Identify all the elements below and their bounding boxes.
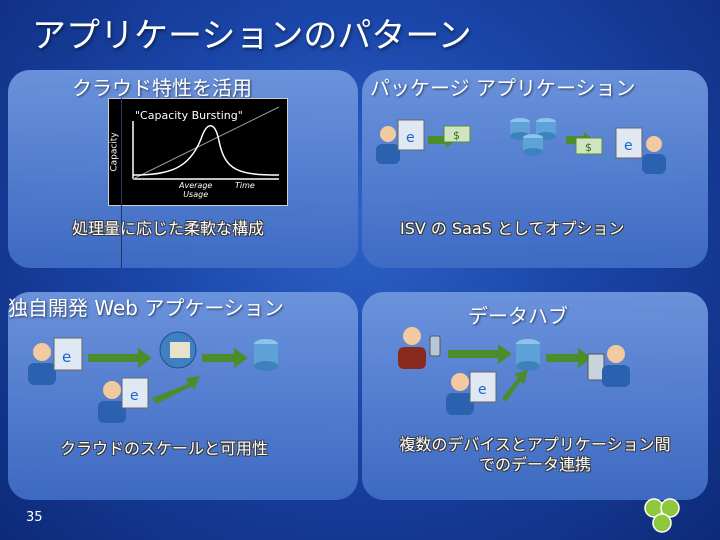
user-icon [602,345,630,387]
panel-cloud-caption: 処理量に応じた柔軟な構成 [72,219,265,238]
hub-diagram: e [398,327,630,415]
user-icon [376,126,400,164]
panel-hub [362,292,708,500]
arrow-icon [88,348,152,368]
database-cluster-icon [510,118,556,156]
user-icon [98,381,126,423]
panel-custom-title: 独自開発 Web アプケーション [8,296,284,320]
svg-text:e: e [478,382,487,398]
arrow-icon [152,376,200,404]
arrow-icon [202,348,248,368]
svg-text:e: e [130,388,139,404]
user-icon [642,136,666,174]
panel-custom [8,292,358,500]
phone-icon [429,335,441,357]
custom-diagram: e e [28,331,278,423]
svg-text:e: e [62,348,71,366]
user-icon [28,343,56,385]
money-icon: $ [443,125,471,143]
device-icon [587,353,605,381]
database-icon [254,339,278,371]
monitor-icon: e [615,127,643,159]
web-app-icon [159,331,197,369]
monitor-icon: e [469,371,497,403]
database-icon [516,339,540,371]
panel-hub-title: データハブ [468,304,568,328]
chart-title: "Capacity Bursting" [135,109,243,122]
user-icon [398,327,426,369]
svg-text:e: e [406,130,415,146]
panel-custom-caption: クラウドのスケールと可用性 [60,439,269,458]
slide-title: アプリケーションのパターン [32,16,472,56]
arrow-icon [546,348,592,368]
panel-cloud-title: クラウド特性を活用 [72,76,252,100]
divider-line [121,98,122,268]
monitor-icon: e [53,337,83,371]
panel-package-title: パッケージ アプリケーション [370,76,636,100]
monitor-icon: e [397,119,425,151]
arrow-icon [502,370,528,402]
monitor-icon: e [121,377,149,409]
svg-text:e: e [624,138,633,154]
panel-hub-caption: 複数のデバイスとアプリケーション間 でのデータ連携 [399,435,671,474]
money-icon: $ [575,137,603,155]
chart-curves [132,106,280,180]
page-number: 35 [26,510,43,525]
panel-package-caption: ISV の SaaS としてオプション [400,219,625,238]
svg-text:$: $ [585,141,592,154]
user-icon [446,373,474,415]
arrow-icon [448,344,512,364]
chart-x-label-time: Time [235,181,255,190]
svg-text:$: $ [453,129,460,142]
package-diagram: e $ $ e [376,118,666,174]
logo-icon [644,498,680,533]
